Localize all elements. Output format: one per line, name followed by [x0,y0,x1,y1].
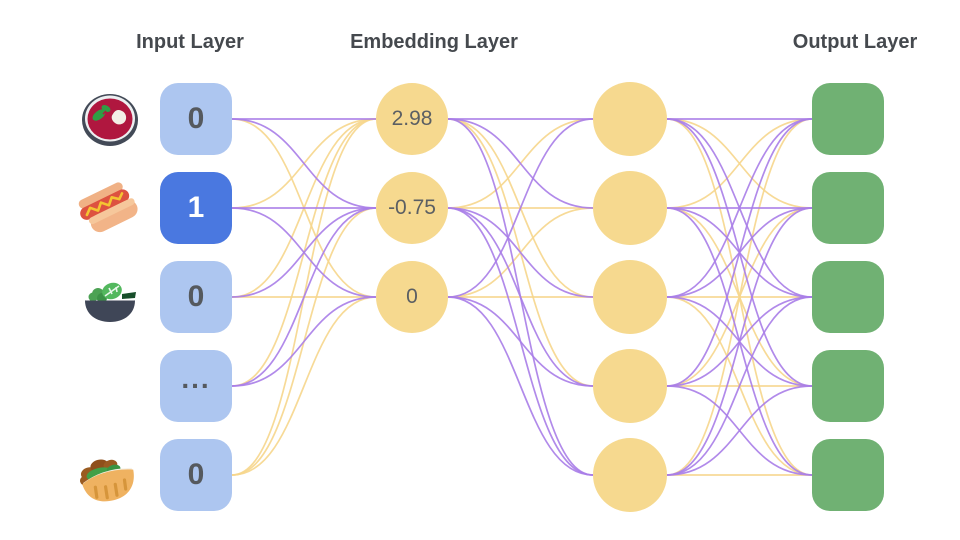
edge [666,296,813,476]
stuffed-flatbread-icon [79,459,134,502]
embedding-node-1: 2.98 [376,83,448,155]
embedding-node-value: 2.98 [391,107,433,130]
output-node-2 [812,172,884,244]
edge [666,118,813,387]
edge [447,296,594,387]
embedding-node-value: 0 [406,285,418,308]
hot-dog-icon [78,182,138,233]
input-node-5: 0 [160,439,232,511]
edge [231,296,377,387]
edge [231,118,377,209]
embedding-node-3: 0 [376,261,448,333]
output-node-5 [812,439,884,511]
hidden-node-3 [593,260,667,334]
edge [231,207,377,298]
edge [447,296,594,476]
hidden-node-1 [593,82,667,156]
edge [666,385,813,476]
input-node-3: 0 [160,261,232,333]
output-node-4 [812,350,884,422]
edge [666,118,813,476]
edge [447,207,594,387]
edge [447,118,594,209]
input-node-value: 0 [187,458,205,491]
embedding-node-2: -0.75 [376,172,448,244]
input-node-value: ... [181,363,211,394]
edge [231,296,377,476]
output-layer-title: Output Layer [792,31,918,53]
input-node-1: 0 [160,83,232,155]
input-node-2: 1 [160,172,232,244]
edge [447,207,594,298]
edge [666,207,813,476]
output-node-3 [812,261,884,333]
input-node-value: 0 [187,280,205,313]
input-node-value: 0 [187,102,205,135]
hidden-node-5 [593,438,667,512]
input-node-4: ... [160,350,232,422]
embedding-node-value: -0.75 [388,196,436,219]
edge [666,118,813,298]
input-layer-title: Input Layer [136,31,244,53]
hidden-node-2 [593,171,667,245]
borscht-icon [82,94,138,146]
edge [666,118,813,209]
edge [231,207,377,387]
input-node-value: 1 [187,191,205,224]
edge [447,118,594,298]
embedding-layer-title: Embedding Layer [350,31,518,53]
output-node-1 [812,83,884,155]
hidden-node-4 [593,349,667,423]
salad-icon [85,282,136,322]
